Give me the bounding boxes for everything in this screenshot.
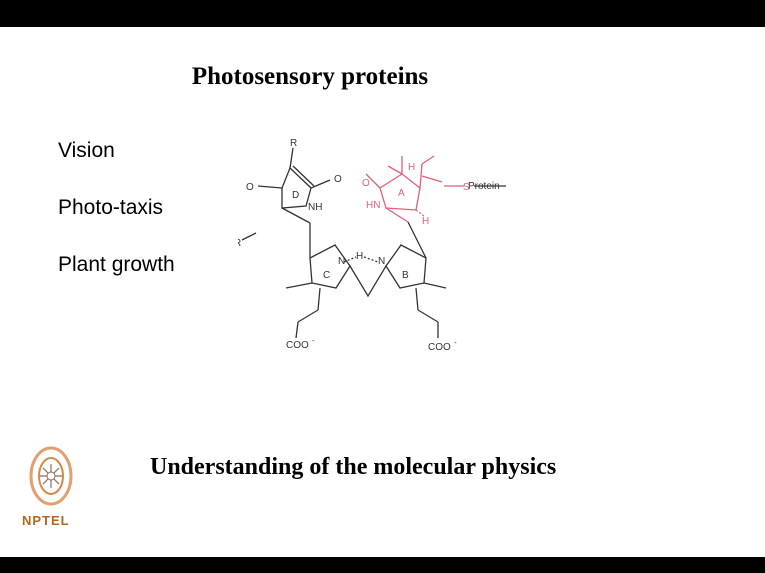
label-ring-c: C	[323, 270, 330, 281]
chromophore-black-bonds	[241, 147, 447, 339]
label-o-top: O	[334, 174, 342, 185]
label-o-a: O	[362, 178, 370, 189]
label-n-b: N	[378, 256, 385, 267]
label-h-a-bottom: H	[422, 216, 429, 227]
bottom-black-bar	[0, 557, 765, 573]
label-ring-a: A	[398, 188, 405, 199]
label-s: S	[463, 182, 470, 193]
label-ring-b: B	[402, 270, 409, 281]
slide-title: Photosensory proteins	[191, 63, 429, 90]
bullet-photo-taxis: Photo-taxis	[58, 196, 164, 219]
slide-canvas	[0, 27, 765, 557]
nptel-logo	[29, 446, 73, 506]
label-ring-d: D	[292, 190, 299, 201]
label-r-top: R	[290, 138, 297, 149]
label-coo-right: COO	[428, 342, 451, 353]
top-black-bar	[0, 0, 765, 27]
label-coo-left: COO	[286, 340, 309, 351]
label-h-center: H	[356, 251, 363, 262]
label-coo-left-charge: -	[312, 336, 315, 345]
label-coo-right-charge: -	[454, 338, 457, 347]
phytochrome-chromophore-diagram: R O O R D NH C N H N B S Protein COO - C…	[238, 138, 506, 353]
bullet-plant-growth: Plant growth	[58, 253, 175, 276]
label-nh-d: NH	[308, 202, 322, 213]
label-hn-a: HN	[366, 200, 380, 211]
label-o-left: O	[246, 182, 254, 193]
label-h-a-top: H	[408, 162, 415, 173]
label-protein: Protein	[468, 181, 500, 192]
footer-heading: Understanding of the molecular physics	[150, 454, 557, 480]
bullet-vision: Vision	[58, 139, 115, 162]
nptel-logo-text: NPTEL	[22, 513, 70, 528]
bullet-list: Vision Photo-taxis Plant growth	[58, 137, 175, 308]
label-r-left: R	[238, 238, 241, 249]
ring-a-highlight	[365, 155, 464, 223]
label-n-c: N	[338, 256, 345, 267]
